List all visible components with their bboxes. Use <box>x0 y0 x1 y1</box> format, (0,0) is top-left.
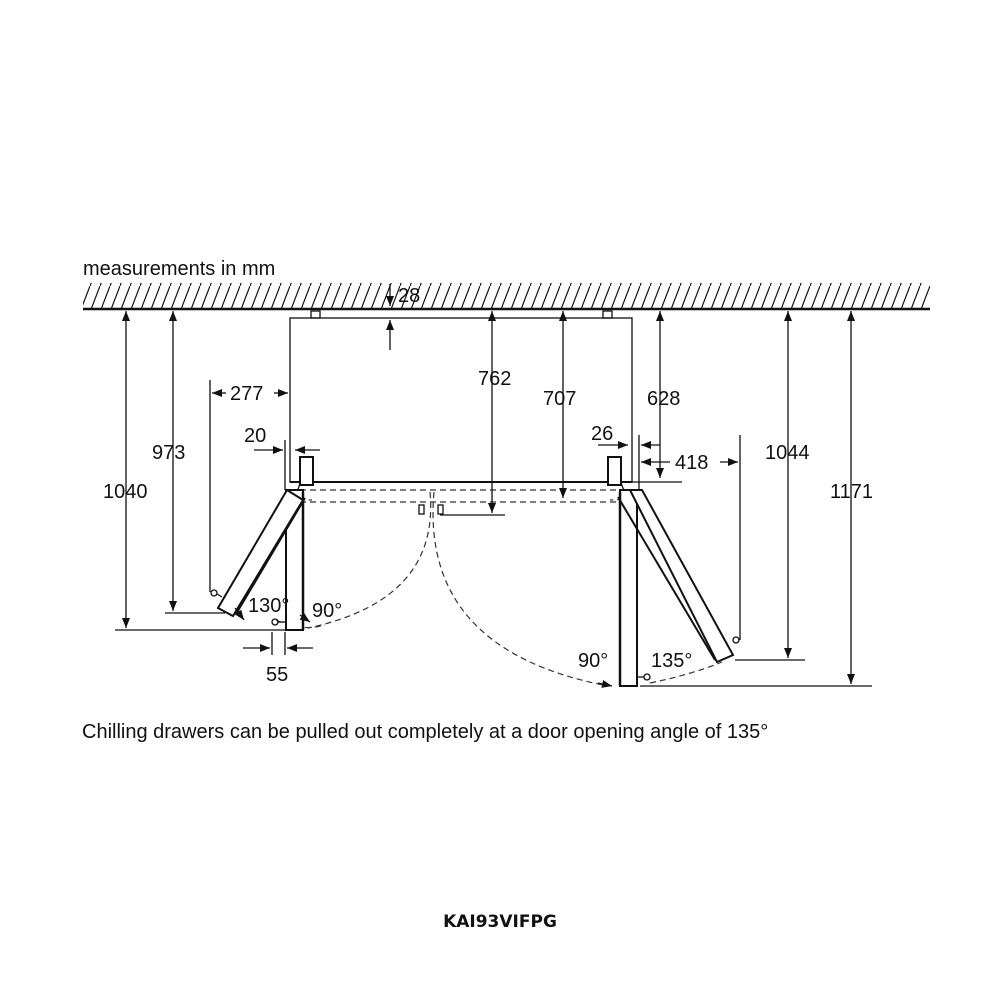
dim-973: 973 <box>152 311 225 614</box>
dim-28: 28 <box>398 285 420 307</box>
angle-90-left-label: 90° <box>312 600 342 622</box>
dim-762-label: 762 <box>478 368 511 390</box>
dim-1040: 1040 <box>103 311 285 631</box>
dim-707-label: 707 <box>543 388 576 410</box>
dim-762: 762 <box>440 311 511 516</box>
dim-277-label: 277 <box>230 383 263 405</box>
left-door: 130° 90° <box>210 456 342 631</box>
dim-1171-label: 1171 <box>830 481 873 503</box>
dim-973-label: 973 <box>152 442 185 464</box>
dim-26-label: 26 <box>591 423 613 445</box>
dim-1044-label: 1044 <box>765 442 810 464</box>
dim-55-label: 55 <box>266 664 288 686</box>
model-number: KAI93VIFPG <box>443 912 557 932</box>
dim-1171: 1171 <box>640 311 873 687</box>
dim-20: 20 <box>244 425 320 490</box>
dim-wall-gap: 28 <box>386 284 420 350</box>
dim-418-label: 418 <box>675 452 708 474</box>
dim-20-label: 20 <box>244 425 266 447</box>
dim-1040-label: 1040 <box>103 481 148 503</box>
dim-55: 55 <box>243 632 313 686</box>
angle-135-label: 135° <box>651 650 692 672</box>
wall <box>83 283 930 311</box>
dim-277: 277 <box>209 380 288 592</box>
angle-90-right-label: 90° <box>578 650 608 672</box>
dim-1044: 1044 <box>735 311 810 661</box>
right-door: 90° 135° <box>578 456 740 688</box>
dim-26: 26 <box>591 423 660 490</box>
dim-628: 628 <box>632 311 682 483</box>
dim-418: 418 <box>641 435 741 640</box>
angle-130-label: 130° <box>248 595 289 617</box>
appliance-body <box>289 310 633 515</box>
units-note: measurements in mm <box>83 258 275 280</box>
caption: Chilling drawers can be pulled out compl… <box>82 721 768 743</box>
dim-628-label: 628 <box>647 388 680 410</box>
dim-707: 707 <box>543 311 576 498</box>
